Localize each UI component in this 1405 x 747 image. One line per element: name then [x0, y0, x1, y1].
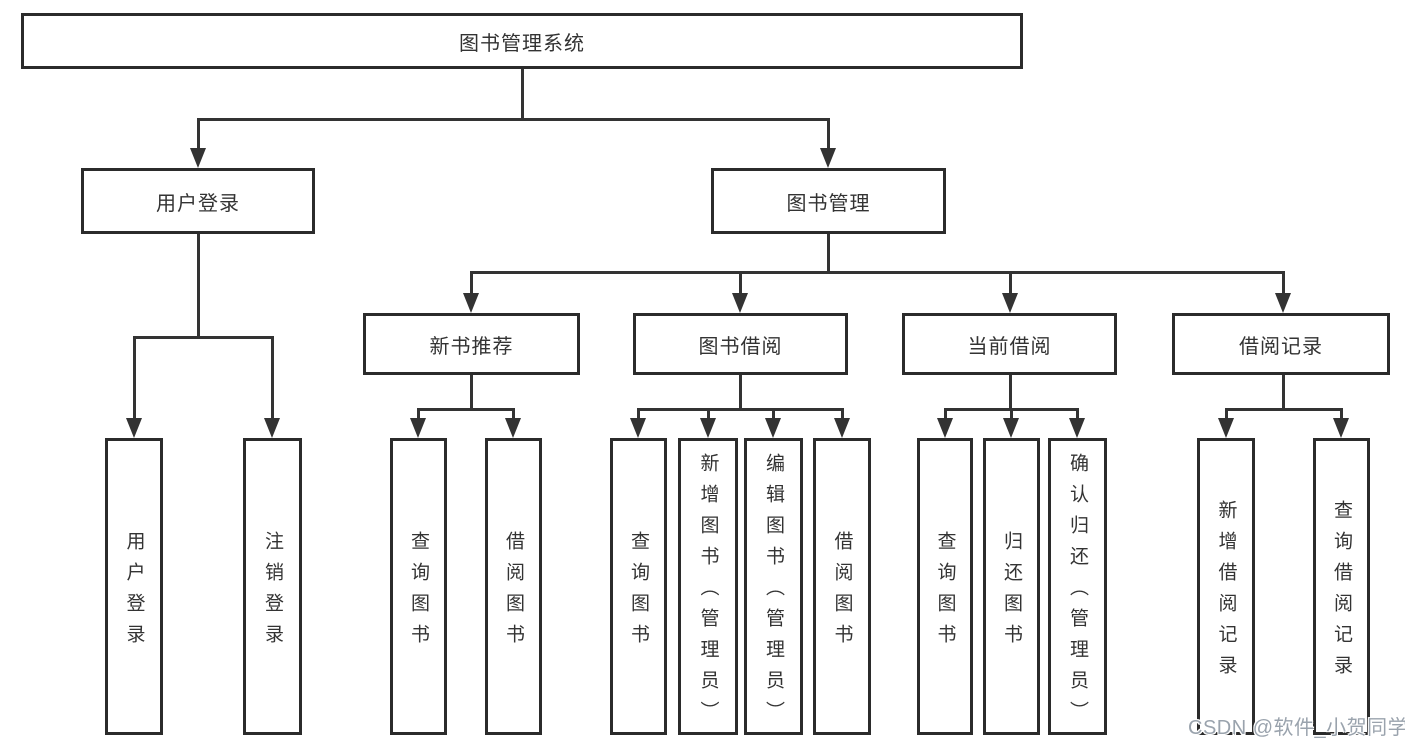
leaf-bb-edit-books: 编辑图书（管理员） — [744, 438, 803, 735]
connector-book-management-hline — [469, 271, 1285, 274]
leaf-br-add-record-label: 新增借阅记录 — [1215, 499, 1237, 686]
leaf-cb-return-books: 归还图书 — [983, 438, 1040, 735]
leaf-nbr-borrow-books-label: 借阅图书 — [503, 530, 524, 655]
arrow-into-cb-query-books — [943, 408, 947, 418]
leaf-bb-borrow-books-label: 借阅图书 — [831, 530, 853, 655]
connector-new-book-recommend-stub — [469, 375, 473, 411]
node-borrowing-records-label: 借阅记录 — [1239, 335, 1323, 358]
node-new-book-recommend: 新书推荐 — [363, 313, 580, 375]
leaf-user-login: 用户登录 — [105, 438, 163, 735]
arrow-into-br-add-record — [1224, 408, 1228, 418]
leaf-cb-confirm-return-label: 确认归还（管理员） — [1067, 453, 1088, 732]
arrow-into-user-login — [196, 118, 200, 148]
node-new-book-recommend-label: 新书推荐 — [429, 335, 514, 358]
connector-book-management-stub — [826, 234, 830, 274]
arrow-into-bb-borrow-books — [840, 408, 844, 418]
connector-book-borrowing-hline — [636, 408, 844, 411]
leaf-bb-query-books: 查询图书 — [610, 438, 667, 735]
node-current-borrowing: 当前借阅 — [902, 313, 1117, 375]
leaf-logout: 注销登录 — [243, 438, 302, 735]
arrow-into-nbr-query-books — [416, 408, 420, 418]
arrow-into-br-query-record — [1339, 408, 1343, 418]
node-book-borrowing: 图书借阅 — [633, 313, 848, 375]
arrow-into-cb-return-books — [1009, 408, 1013, 418]
leaf-bb-add-books-label: 新增图书（管理员） — [697, 453, 719, 732]
connector-borrowing-records-stub — [1281, 375, 1285, 411]
node-current-borrowing-label: 当前借阅 — [967, 335, 1052, 358]
connector-borrowing-records-hline — [1224, 408, 1343, 411]
node-book-management: 图书管理 — [711, 168, 946, 234]
leaf-cb-query-books: 查询图书 — [917, 438, 973, 735]
leaf-bb-add-books: 新增图书（管理员） — [678, 438, 738, 735]
arrow-into-leaf-user-login — [132, 336, 136, 418]
node-book-management-label: 图书管理 — [786, 192, 871, 215]
leaf-nbr-query-books-label: 查询图书 — [408, 530, 429, 655]
leaf-logout-label: 注销登录 — [262, 530, 283, 655]
arrow-into-book-borrowing — [738, 271, 742, 293]
leaf-nbr-borrow-books: 借阅图书 — [485, 438, 542, 735]
csdn-watermark: CSDN @软件_小贺同学 — [1188, 717, 1405, 739]
arrow-into-leaf-logout — [270, 336, 274, 418]
arrow-into-bb-query-books — [636, 408, 640, 418]
connector-user-login-stub — [196, 234, 200, 336]
node-library-system-label: 图书管理系统 — [459, 32, 585, 55]
leaf-bb-edit-books-label: 编辑图书（管理员） — [763, 453, 784, 732]
connector-book-borrowing-stub — [738, 375, 742, 411]
arrow-into-bb-add-books — [706, 408, 710, 418]
leaf-bb-borrow-books: 借阅图书 — [813, 438, 871, 735]
leaf-nbr-query-books: 查询图书 — [390, 438, 447, 735]
leaf-cb-return-books-label: 归还图书 — [1001, 530, 1022, 655]
arrow-into-borrowing-records — [1281, 271, 1285, 293]
node-user-login: 用户登录 — [81, 168, 315, 234]
leaf-bb-query-books-label: 查询图书 — [628, 530, 649, 655]
arrow-into-bb-edit-books — [771, 408, 775, 418]
connector-root-stub — [520, 68, 524, 121]
leaf-cb-query-books-label: 查询图书 — [934, 530, 956, 655]
node-borrowing-records: 借阅记录 — [1172, 313, 1390, 375]
leaf-cb-confirm-return: 确认归还（管理员） — [1048, 438, 1107, 735]
node-library-system: 图书管理系统 — [21, 13, 1023, 69]
node-user-login-label: 用户登录 — [156, 192, 240, 215]
arrow-into-cb-confirm-return — [1075, 408, 1079, 418]
arrow-into-book-management — [826, 118, 830, 148]
connector-root-hline — [196, 118, 830, 121]
leaf-br-query-record-label: 查询借阅记录 — [1331, 499, 1352, 686]
node-book-borrowing-label: 图书借阅 — [698, 335, 783, 358]
arrow-into-nbr-borrow-books — [511, 408, 515, 418]
leaf-br-add-record: 新增借阅记录 — [1197, 438, 1255, 735]
connector-user-login-hline — [132, 336, 274, 339]
connector-current-borrowing-stub — [1008, 375, 1012, 411]
leaf-user-login-label: 用户登录 — [123, 530, 145, 655]
arrow-into-current-borrowing — [1008, 271, 1012, 293]
connector-new-book-recommend-hline — [416, 408, 515, 411]
arrow-into-new-book-recommend — [469, 271, 473, 293]
leaf-br-query-record: 查询借阅记录 — [1313, 438, 1370, 735]
